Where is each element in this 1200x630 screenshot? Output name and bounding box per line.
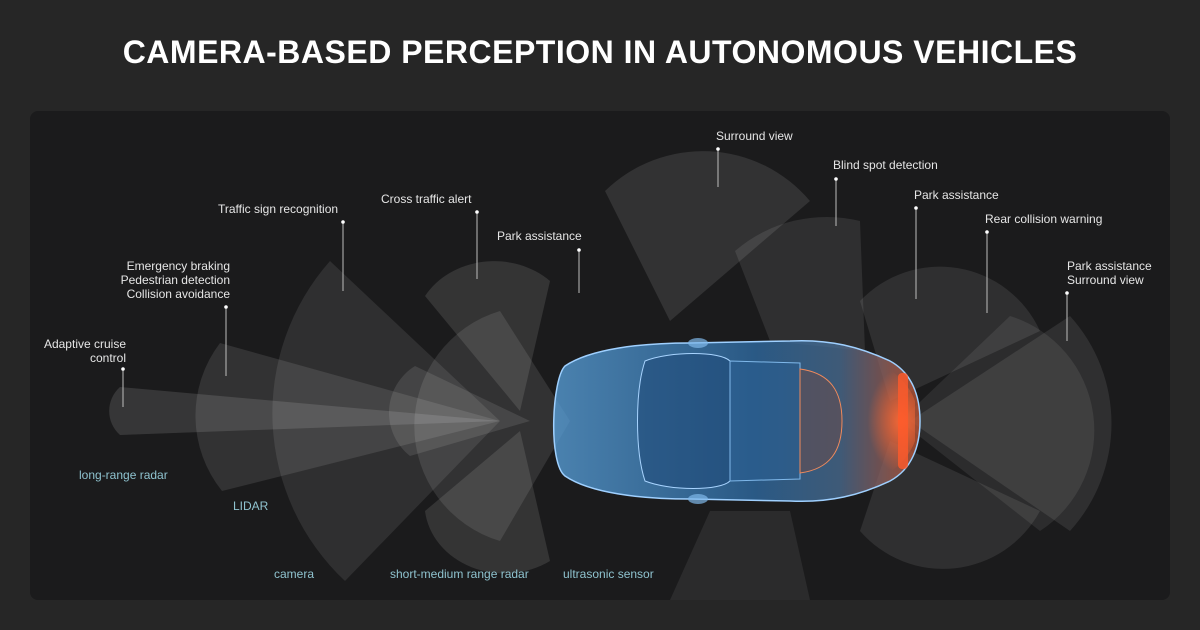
label-line: Adaptive cruise bbox=[43, 337, 126, 351]
mirror-left bbox=[688, 338, 708, 348]
coverage-fans bbox=[109, 151, 865, 600]
label-adaptive-cruise: Adaptive cruise control bbox=[30, 337, 126, 365]
sensor-label-lidar: LIDAR bbox=[233, 499, 269, 513]
car-top-view bbox=[553, 338, 921, 504]
rear-glow bbox=[820, 347, 915, 495]
mirror-right bbox=[688, 494, 708, 504]
long-range-radar-beam bbox=[109, 387, 500, 435]
leader-dots bbox=[121, 147, 1069, 371]
label-line: Collision avoidance bbox=[126, 287, 230, 301]
label-traffic-sign-recognition: Traffic sign recognition bbox=[218, 202, 339, 216]
diagram-panel: Adaptive cruise control Emergency brakin… bbox=[30, 111, 1170, 600]
rear-coverage-fans bbox=[860, 266, 1112, 569]
label-cross-traffic-alert: Cross traffic alert bbox=[381, 192, 472, 206]
label-rear-collision-warning: Rear collision warning bbox=[985, 212, 1103, 226]
park-assist-side-zone bbox=[860, 266, 1040, 401]
blind-spot-zone bbox=[735, 216, 865, 351]
roof bbox=[729, 360, 801, 482]
label-rear-park-surround: Park assistance Surround view bbox=[1067, 259, 1152, 287]
label-blind-spot-detection: Blind spot detection bbox=[833, 158, 938, 172]
sensor-label-camera: camera bbox=[274, 567, 315, 581]
leader-lines bbox=[122, 149, 1068, 407]
sensor-label-ultrasonic: ultrasonic sensor bbox=[563, 567, 654, 581]
short-range-radar-upper bbox=[425, 261, 550, 411]
label-line: Park assistance bbox=[1067, 259, 1152, 273]
label-line: Pedestrian detection bbox=[120, 273, 230, 287]
page-title: CAMERA-BASED PERCEPTION IN AUTONOMOUS VE… bbox=[122, 34, 1078, 70]
sensor-label-long-range-radar: long-range radar bbox=[79, 468, 168, 482]
rear-collision-zone bbox=[900, 316, 1095, 531]
lidar-cone bbox=[195, 343, 501, 491]
label-surround-view: Surround view bbox=[716, 129, 793, 143]
windshield bbox=[637, 353, 731, 489]
label-line: control bbox=[89, 351, 126, 365]
rear-window bbox=[799, 368, 843, 474]
label-park-assistance-front: Park assistance bbox=[497, 229, 582, 243]
bottom-surround bbox=[670, 511, 810, 600]
sensor-coverage-diagram bbox=[109, 147, 1112, 600]
short-range-radar-lower bbox=[425, 431, 550, 574]
ultrasonic-front bbox=[414, 311, 570, 541]
rear-surround-zone bbox=[910, 316, 1112, 531]
label-emergency-braking: Emergency braking Pedestrian detection C… bbox=[100, 259, 230, 301]
label-park-assistance-side: Park assistance bbox=[914, 188, 999, 202]
rear-lights bbox=[898, 373, 908, 469]
short-range-radar-left-upper bbox=[388, 366, 530, 456]
rear-lower-zone bbox=[860, 441, 1040, 569]
sensor-label-short-medium-radar: short-medium range radar bbox=[390, 567, 529, 581]
camera-cone bbox=[272, 261, 500, 581]
label-line: Emergency braking bbox=[126, 259, 230, 273]
surround-front-top bbox=[605, 151, 810, 321]
label-line: Surround view bbox=[1067, 273, 1144, 287]
